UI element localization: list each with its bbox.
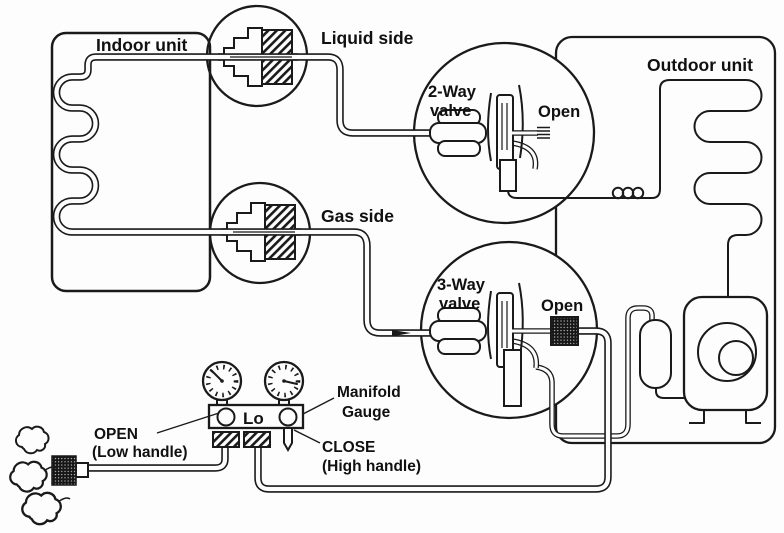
- manifold-lo-label: Lo: [243, 409, 264, 428]
- condenser-coil: [507, 79, 763, 298]
- two-way-valve: [429, 84, 550, 192]
- puff-tails: [43, 466, 71, 503]
- three-way-open-label: Open: [541, 297, 583, 315]
- purge-cap: [51, 455, 89, 486]
- low-handle-knob[interactable]: [216, 407, 236, 427]
- liquid-side-label: Liquid side: [321, 28, 414, 48]
- three-way-valve-label-1: 3-Way: [437, 276, 486, 294]
- open-low-label-1: OPEN: [94, 426, 138, 443]
- compressor: [682, 295, 769, 424]
- high-hose-connector: [243, 431, 271, 448]
- gas-puff-clouds: [9, 425, 71, 526]
- center-charge-port: [283, 427, 293, 453]
- indoor-unit-outline: [50, 31, 212, 293]
- high-handle-knob[interactable]: [278, 407, 298, 427]
- close-high-label-1: CLOSE: [322, 439, 375, 456]
- manifold-gauge-label-1: Manifold: [337, 384, 401, 401]
- low-pressure-gauge: [201, 360, 243, 402]
- three-way-flare-nut: [429, 307, 487, 355]
- three-way-valve: [429, 282, 579, 407]
- outdoor-unit-label: Outdoor unit: [647, 55, 753, 75]
- indoor-unit-label: Indoor unit: [96, 35, 188, 55]
- close-high-label-2: (High handle): [322, 458, 421, 475]
- high-pressure-gauge: [263, 360, 305, 402]
- liquid-flare-fitting: [218, 27, 298, 87]
- accumulator-outlet-pipe: [655, 387, 688, 399]
- gauge-needle: [283, 380, 298, 385]
- two-way-open-label: Open: [538, 103, 580, 121]
- three-way-valve-label-2: valve: [439, 295, 480, 313]
- low-hose-connector: [212, 431, 240, 448]
- capillary-tube-icon: [611, 186, 645, 200]
- flow-arrow: [392, 330, 411, 337]
- manifold-gauge-label-2: Gauge: [342, 404, 391, 421]
- leader-close-high: [293, 429, 321, 444]
- gauge-needle: [210, 369, 223, 382]
- leader-open-low: [156, 412, 220, 434]
- two-way-valve-stem: [499, 159, 517, 192]
- service-port-cap: [550, 316, 579, 346]
- gas-flare-fitting: [221, 202, 301, 262]
- open-low-label-2: (Low handle): [92, 444, 188, 461]
- two-way-flare-nut: [429, 109, 487, 157]
- accumulator: [639, 319, 672, 389]
- two-way-service-cap: [537, 126, 550, 139]
- two-way-valve-label-1: 2-Way: [428, 83, 477, 101]
- two-way-valve-label-2: valve: [430, 102, 471, 120]
- manifold-gauge-set: Lo: [201, 360, 305, 453]
- leader-manifold: [302, 397, 335, 415]
- three-way-valve-stem: [503, 349, 522, 407]
- gas-side-label: Gas side: [321, 206, 394, 226]
- compressor-feet: [689, 410, 761, 424]
